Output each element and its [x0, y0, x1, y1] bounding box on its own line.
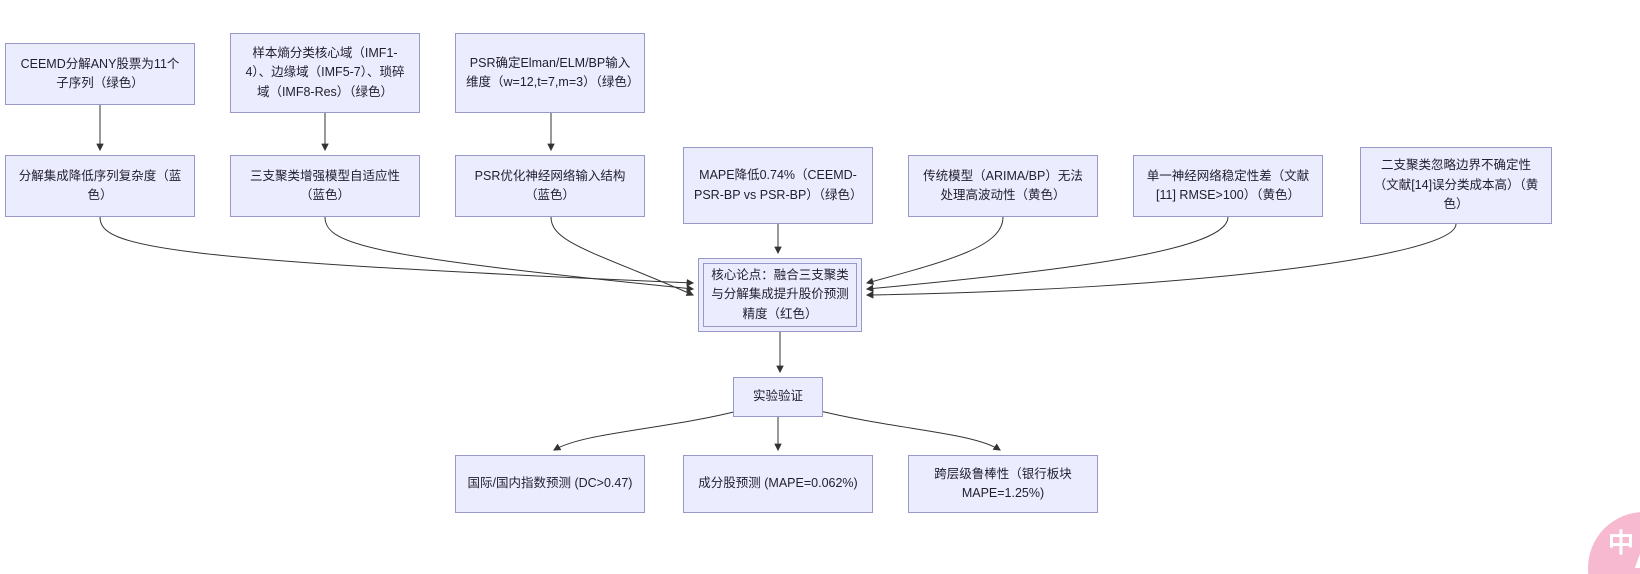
flow-node-three-way-clustering: 三支聚类增强模型自适应性（蓝色）: [230, 155, 420, 217]
edge-n4-core: [99, 216, 695, 287]
flow-node-index-prediction: 国际/国内指数预测 (DC>0.47): [455, 455, 645, 513]
flow-node-sample-entropy: 样本熵分类核心域（IMF1-4）、边缘域（IMF5-7）、琐碎域（IMF8-Re…: [230, 33, 420, 113]
flow-node-cross-level-robustness: 跨层级鲁棒性（银行板块 MAPE=1.25%): [908, 455, 1098, 513]
translate-button[interactable]: 中 A: [1588, 512, 1640, 574]
edge-exp-b3: [811, 408, 1001, 451]
flow-node-psr-optimize: PSR优化神经网络输入结构（蓝色）: [455, 155, 645, 217]
flow-node-single-nn-stability: 单一神经网络稳定性差（文献[11] RMSE>100）（黄色）: [1133, 155, 1323, 217]
flow-node-experiment-validation: 实验验证: [733, 377, 823, 417]
translate-icon: 中: [1608, 528, 1635, 558]
flow-node-decompose-ensemble: 分解集成降低序列复杂度（蓝色）: [5, 155, 195, 217]
flow-node-psr-dimension: PSR确定Elman/ELM/BP输入维度（w=12,t=7,m=3）（绿色）: [455, 33, 645, 113]
flow-node-traditional-models: 传统模型（ARIMA/BP）无法处理高波动性（黄色）: [908, 155, 1098, 217]
edge-exp-b1: [553, 408, 747, 451]
translate-icon-latin: A: [1634, 540, 1640, 574]
edge-n6-core: [550, 216, 695, 296]
edge-n8-core: [865, 216, 1004, 285]
flow-node-ceemd-decompose: CEEMD分解ANY股票为11个子序列（绿色）: [5, 43, 195, 105]
flow-node-core-thesis-label: 核心论点：融合三支聚类与分解集成提升股价预测精度（红色）: [703, 263, 857, 327]
flow-node-mape-reduction: MAPE降低0.74%（CEEMD-PSR-BP vs PSR-BP）（绿色）: [683, 147, 873, 224]
edge-n5-core: [324, 216, 695, 293]
flow-node-constituent-prediction: 成分股预测 (MAPE=0.062%): [683, 455, 873, 513]
flow-node-core-thesis: 核心论点：融合三支聚类与分解集成提升股价预测精度（红色）: [698, 258, 862, 332]
edge-n9-core: [865, 216, 1229, 293]
edge-n10-core: [865, 223, 1457, 299]
flow-node-two-way-clustering: 二支聚类忽略边界不确定性（文献[14]误分类成本高）（黄色）: [1360, 147, 1552, 224]
